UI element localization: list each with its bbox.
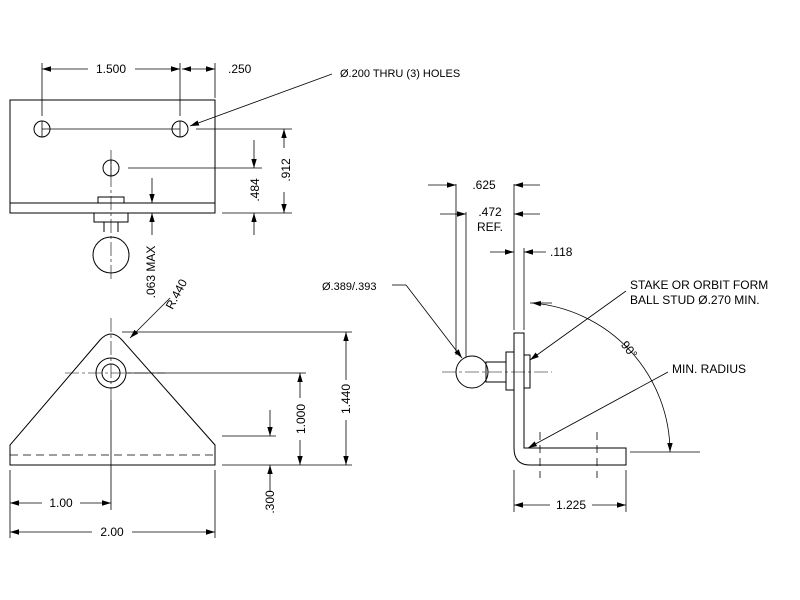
dim-side-thickness: .118 (550, 245, 573, 259)
side-stud-neck (485, 361, 507, 383)
dim-base-thickness: .300 (263, 490, 277, 514)
dim-hole-height-total: .912 (279, 158, 293, 182)
side-stud-stake (523, 354, 531, 389)
min-radius-label: MIN. RADIUS (672, 362, 746, 376)
hole-note-leader (189, 73, 333, 127)
side-stud-flange (505, 351, 515, 391)
stake-leader (529, 290, 627, 361)
dim-ball-diameter: Ø.389/.393 (322, 281, 376, 293)
dim-side-ref: .472 (478, 205, 502, 219)
dim-overall-width: 2.00 (100, 525, 124, 539)
stake-note-line1: STAKE OR ORBIT FORM (630, 278, 768, 292)
dim-ref-label: REF. (477, 220, 503, 234)
radius-leader (129, 297, 171, 339)
dim-hole-height-low: .484 (248, 178, 262, 202)
dim-edge-to-hole: .250 (228, 62, 252, 76)
dim-top-radius: R.440 (163, 276, 191, 311)
dim-side-base-length: 1.225 (556, 498, 586, 512)
dim-side-outer: .625 (472, 178, 496, 192)
hole-note: Ø.200 THRU (3) HOLES (340, 68, 460, 80)
min-radius-leader (527, 371, 669, 449)
side-view: .625 .472 REF. .118 Ø.389/.393 STAKE OR … (322, 178, 768, 512)
dim-half-width: 1.00 (49, 496, 73, 510)
pivot-hole-inner (101, 363, 121, 383)
dim-thickness-max: .063 MAX (144, 246, 158, 299)
dim-overall-height: 1.440 (339, 384, 353, 414)
ball-dia-leader (405, 284, 463, 359)
stud-collar (97, 196, 125, 204)
stud-nut (93, 212, 129, 223)
stake-note-line2: BALL STUD Ø.270 MIN. (630, 293, 760, 307)
dim-top-hole-spacing: 1.500 (96, 62, 126, 76)
dim-hole-to-base: 1.000 (294, 404, 308, 434)
front-view: R.440 1.440 1.000 .300 1.00 2.00 (9, 276, 353, 539)
angle-arc (531, 301, 673, 453)
top-plate-outline (9, 99, 216, 214)
top-view: 1.500 .250 Ø.200 THRU (3) HOLES .912 .48… (9, 62, 460, 299)
stud-neck (103, 222, 119, 232)
bracket-outline (9, 333, 216, 466)
side-bracket-outline (513, 332, 627, 466)
